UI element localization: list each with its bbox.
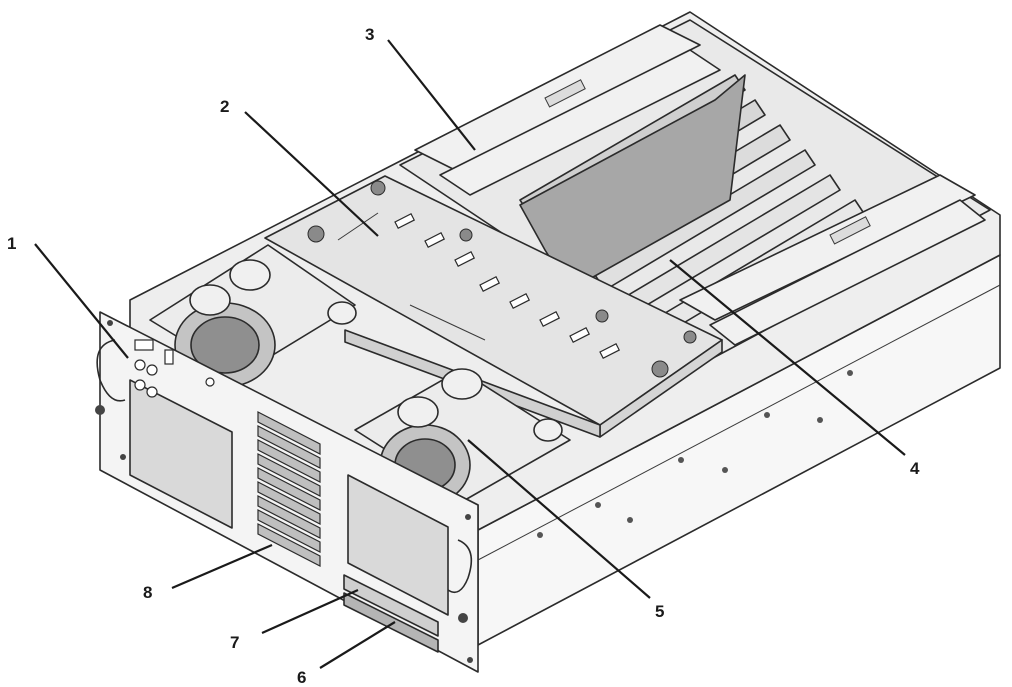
hard-drive-bays (257, 411, 321, 567)
leader-line-6 (319, 621, 396, 669)
pcie-card (519, 74, 746, 291)
leader-lines (34, 39, 906, 669)
shroud-markers (307, 180, 697, 378)
callout-4: 4 (910, 459, 920, 478)
leader-line-8 (171, 543, 273, 590)
leader-line-7 (261, 588, 359, 635)
callout-7: 7 (230, 633, 239, 652)
left-handle (96, 339, 126, 402)
front-screws (95, 320, 473, 663)
callout-6: 6 (297, 668, 306, 687)
front-right-vent (347, 474, 449, 616)
callout-labels: 1 2 3 4 5 6 7 8 (7, 25, 920, 687)
leader-line-3 (387, 39, 476, 151)
leader-line-4 (669, 259, 906, 456)
callout-8: 8 (143, 583, 152, 602)
callout-2: 2 (220, 97, 229, 116)
front-left-vent (129, 379, 233, 529)
callout-3: 3 (365, 25, 374, 44)
right-handle (447, 539, 473, 594)
side-screws (537, 370, 853, 538)
leader-line-1 (34, 243, 129, 359)
optical-drive (343, 574, 439, 653)
control-panel (134, 339, 215, 398)
leader-line-2 (244, 111, 379, 237)
leader-line-5 (467, 439, 651, 599)
memory-riser-boards (414, 24, 986, 346)
callout-5: 5 (655, 602, 664, 621)
callout-1: 1 (7, 234, 16, 253)
shroud-vents (394, 213, 621, 360)
